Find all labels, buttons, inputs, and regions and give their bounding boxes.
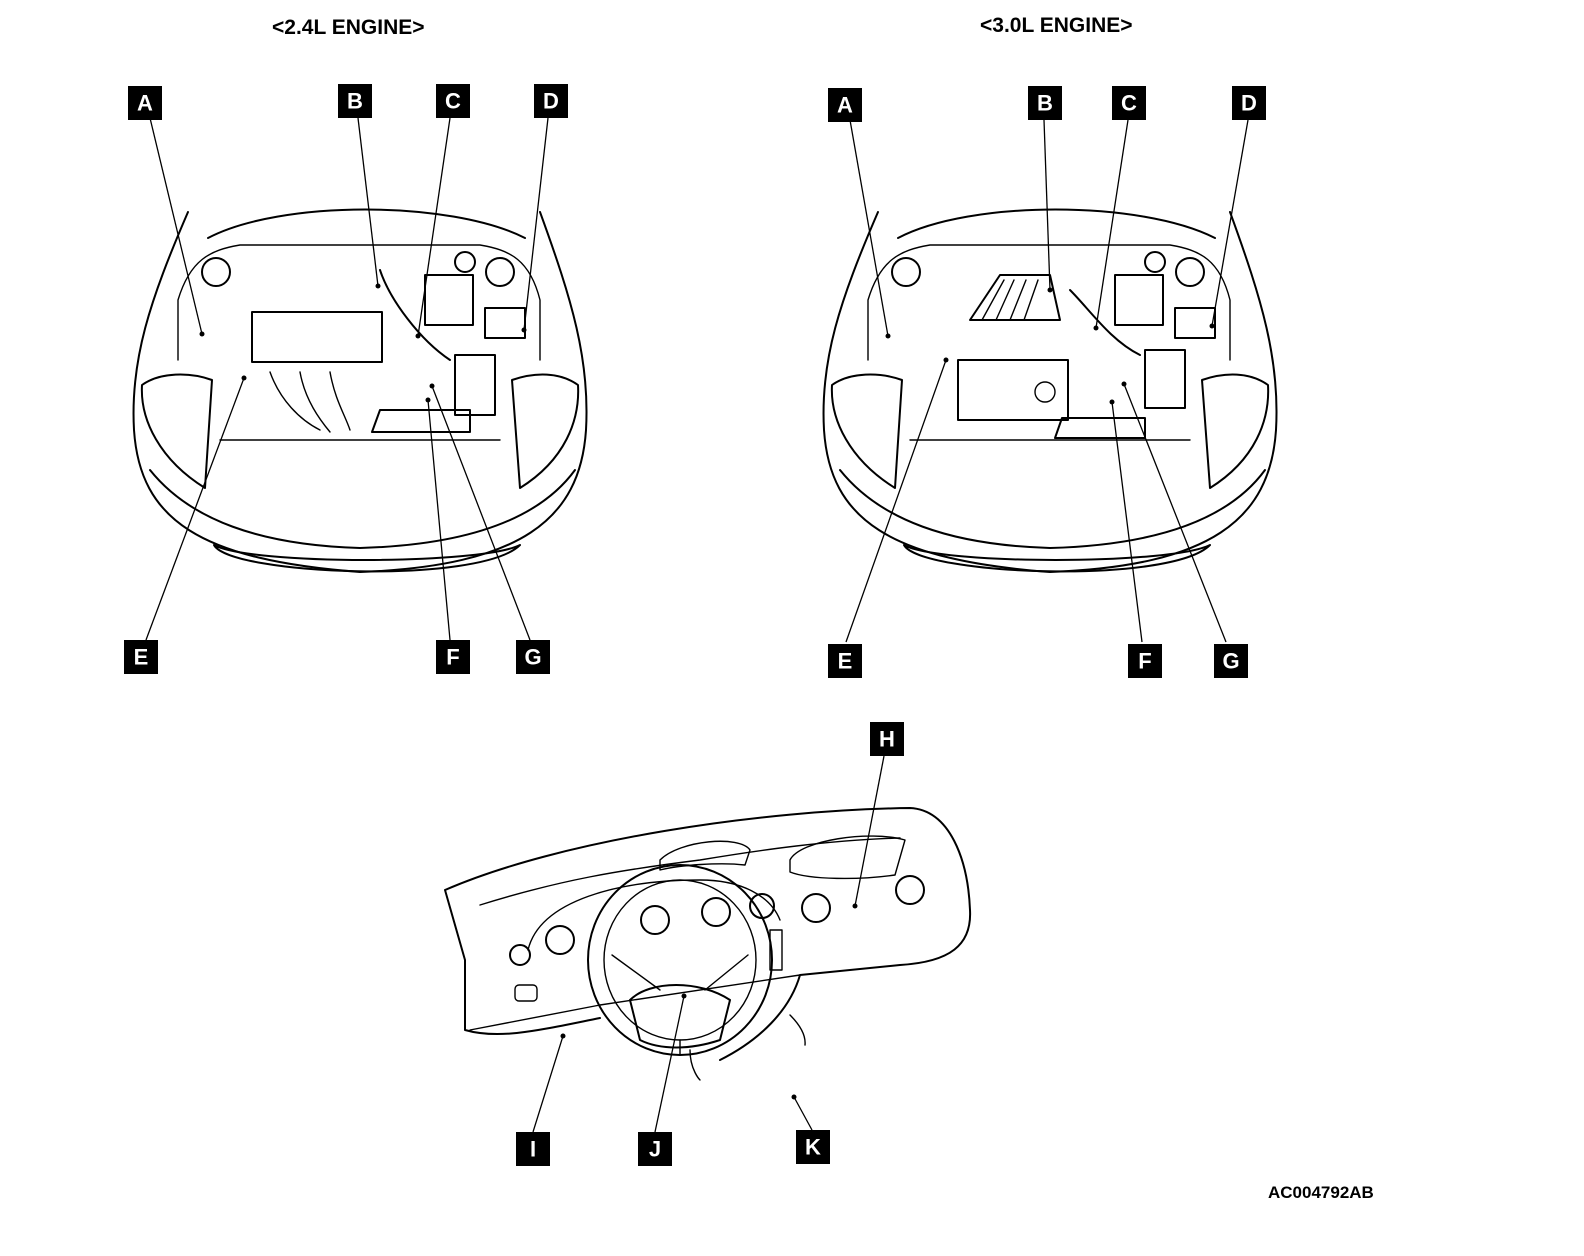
svg-text:E: E	[838, 649, 853, 674]
svg-text:J: J	[649, 1137, 661, 1162]
label-d-3-0l: D	[1232, 86, 1266, 120]
svg-text:I: I	[530, 1137, 536, 1162]
label-f-2-4l: F	[436, 640, 470, 674]
figure-code: AC004792AB	[1268, 1183, 1374, 1202]
label-a-2-4l: A	[128, 86, 162, 120]
label-e-3-0l: E	[828, 644, 862, 678]
svg-text:A: A	[137, 91, 153, 116]
label-i: I	[516, 1132, 550, 1166]
svg-text:A: A	[837, 93, 853, 118]
svg-text:H: H	[879, 727, 895, 752]
label-a-3-0l: A	[828, 88, 862, 122]
svg-text:F: F	[446, 645, 459, 670]
label-c-2-4l: C	[436, 84, 470, 118]
dashboard-illustration	[444, 807, 972, 1081]
svg-text:F: F	[1138, 649, 1151, 674]
car-illustration-3-0l	[822, 208, 1278, 573]
svg-text:G: G	[1222, 649, 1239, 674]
car-illustration-2-4l	[132, 208, 588, 573]
leader-lines-3-0l	[845, 119, 1249, 643]
label-c-3-0l: C	[1112, 86, 1146, 120]
label-f-3-0l: F	[1128, 644, 1162, 678]
label-g-3-0l: G	[1214, 644, 1248, 678]
svg-text:K: K	[805, 1135, 821, 1160]
svg-text:E: E	[134, 645, 149, 670]
label-b-3-0l: B	[1028, 86, 1062, 120]
svg-text:D: D	[543, 89, 559, 114]
label-b-2-4l: B	[338, 84, 372, 118]
leader-lines-2-4l	[145, 117, 549, 641]
label-e-2-4l: E	[124, 640, 158, 674]
label-g-2-4l: G	[516, 640, 550, 674]
title-3-0l-engine: <3.0L ENGINE>	[980, 14, 1133, 37]
label-k: K	[796, 1130, 830, 1164]
svg-text:G: G	[524, 645, 541, 670]
title-2-4l-engine: <2.4L ENGINE>	[272, 16, 425, 39]
svg-text:D: D	[1241, 91, 1257, 116]
leader-lines-dashboard	[532, 755, 885, 1133]
label-h: H	[870, 722, 904, 756]
label-j: J	[638, 1132, 672, 1166]
svg-text:B: B	[1037, 91, 1053, 116]
svg-text:B: B	[347, 89, 363, 114]
svg-text:C: C	[1121, 91, 1137, 116]
label-d-2-4l: D	[534, 84, 568, 118]
svg-text:C: C	[445, 89, 461, 114]
